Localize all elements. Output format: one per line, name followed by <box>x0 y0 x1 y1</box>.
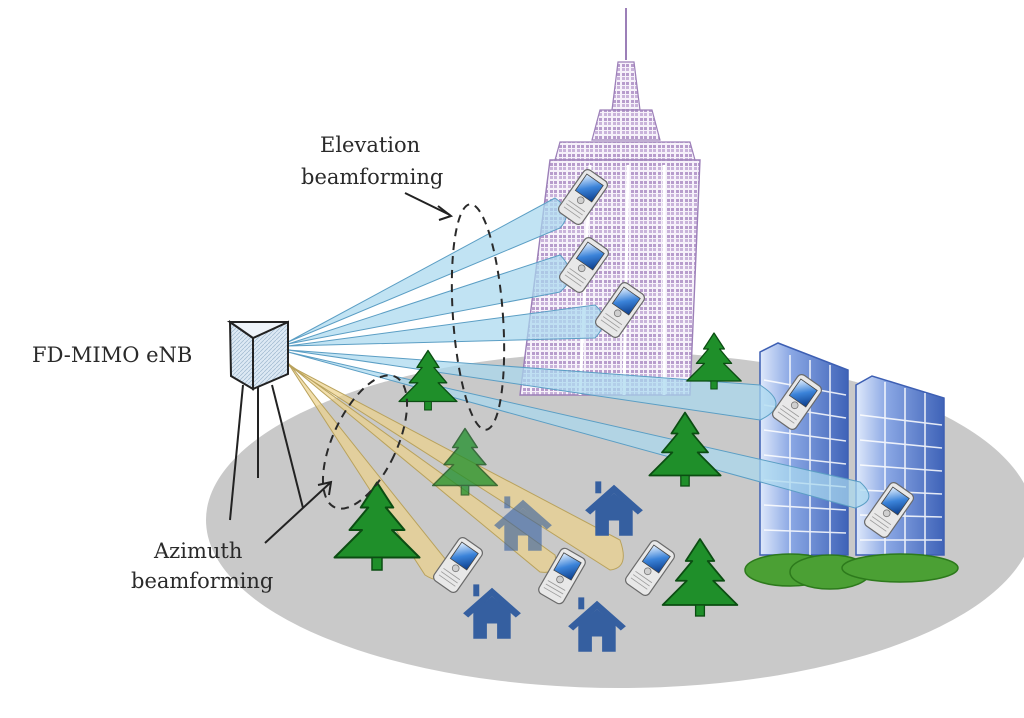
elevation-beam <box>287 349 777 421</box>
azimuth-label-line2: beamforming <box>131 569 273 593</box>
fd-mimo-enb <box>226 320 304 521</box>
enb-label: FD-MIMO eNB <box>32 343 192 367</box>
elevation-arrow <box>404 192 454 221</box>
azimuth-beam-group-outline <box>321 374 409 510</box>
bushes <box>744 553 959 590</box>
azimuth-label-line1: Azimuth <box>153 539 242 563</box>
elevation-beam-group-outline <box>450 203 506 431</box>
elevation-label-line1: Elevation <box>320 133 420 157</box>
elevation-label-line2: beamforming <box>301 165 443 189</box>
azimuth-arrow <box>264 480 333 544</box>
